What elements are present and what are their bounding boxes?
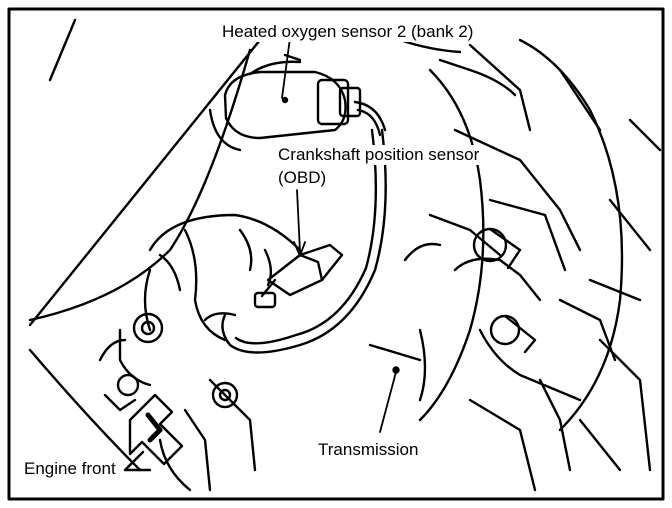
o2-sensor-label: Heated oxygen sensor 2 (bank 2): [220, 22, 476, 42]
o2-pointer: [281, 37, 291, 99]
engine-lower-curve: [28, 348, 142, 472]
transmission-pointer: [379, 371, 397, 433]
engine-shoulder: [148, 213, 302, 252]
frame-border: [7, 7, 665, 501]
crankshaft-sensor-obd-label: (OBD): [276, 168, 329, 188]
crankshaft-sensor-shape: [253, 243, 344, 309]
transmission-label: Transmission: [316, 440, 421, 460]
edge-line: [48, 18, 77, 82]
engine-block-outline: [28, 48, 252, 322]
oxygen-sensor-shape: [208, 53, 387, 152]
transmission-housing: [368, 38, 662, 492]
transmission-pointer-dot: [392, 366, 400, 374]
engine-front-arrow: [123, 393, 184, 472]
sensor-harness-inner: [234, 128, 378, 345]
engine-block-edge: [28, 38, 262, 327]
crank-pointer-head: [293, 241, 306, 257]
left-components: [98, 228, 273, 492]
engine-front-label: Engine front: [22, 459, 118, 479]
crank-pointer: [296, 189, 301, 253]
sensor-harness: [221, 128, 387, 354]
crankshaft-sensor-label: Crankshaft position sensor: [276, 145, 482, 165]
